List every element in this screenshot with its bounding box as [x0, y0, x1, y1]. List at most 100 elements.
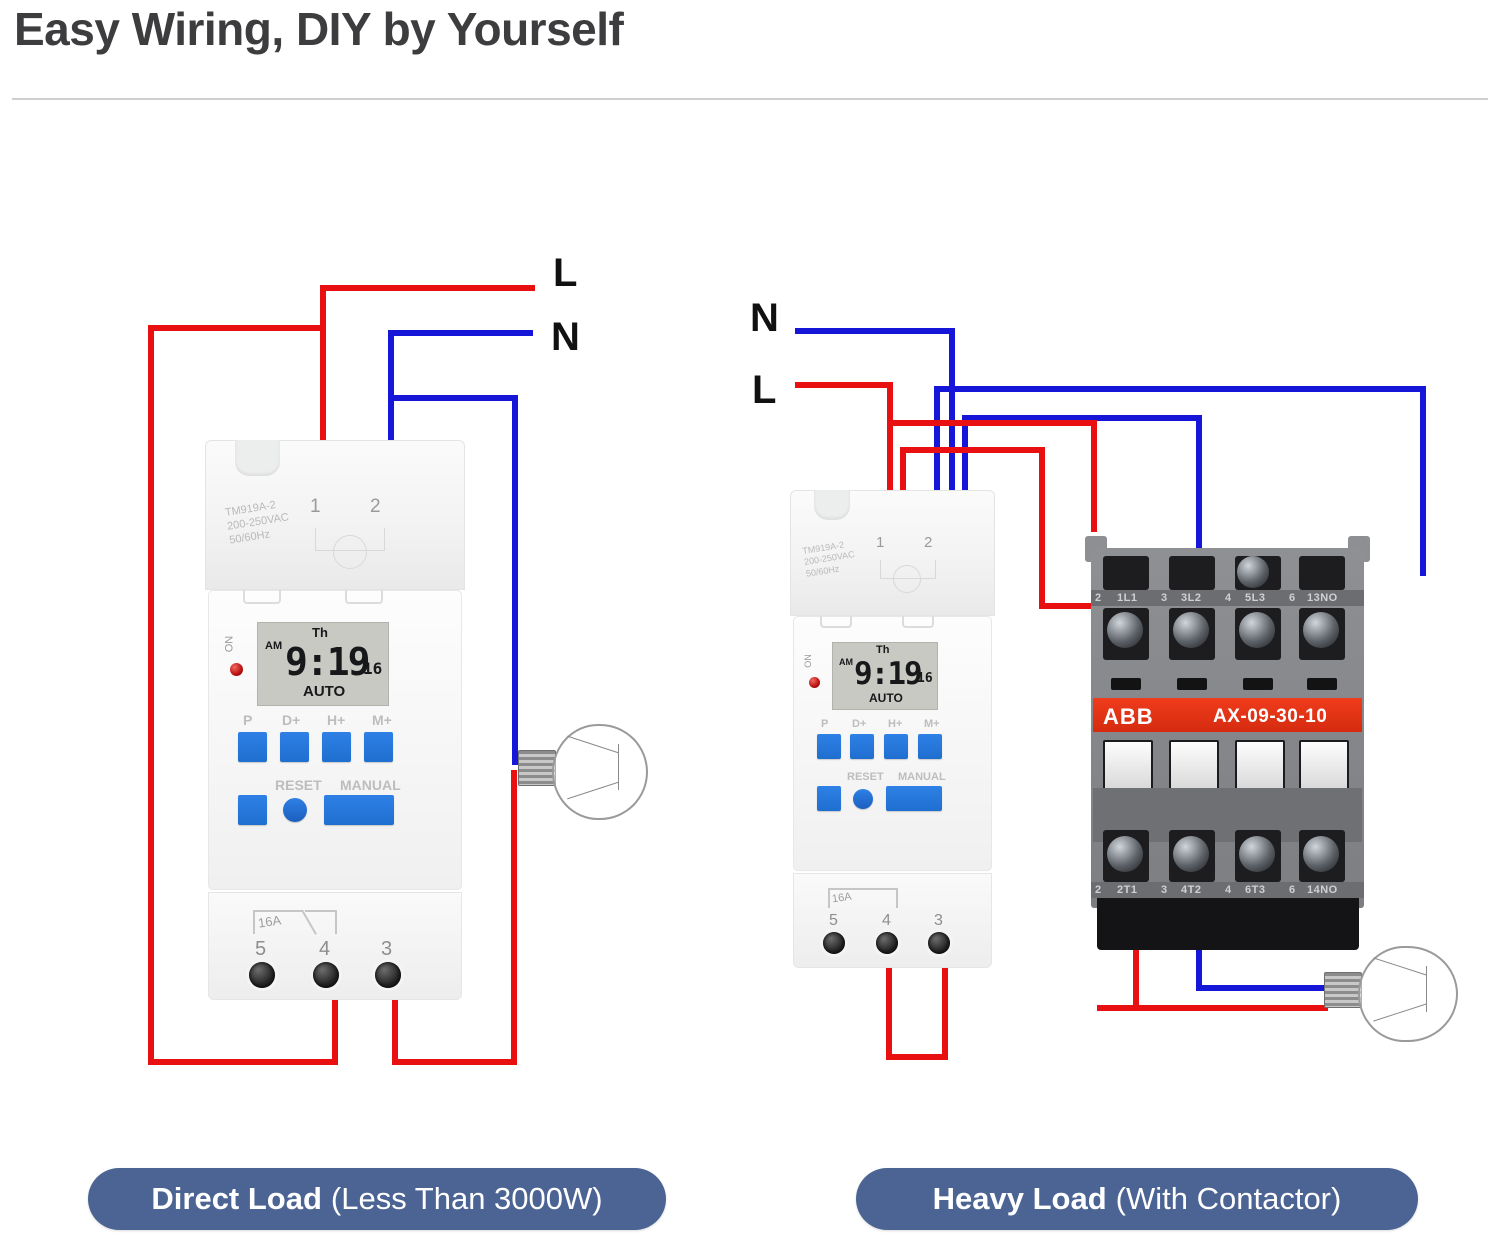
button-day-plus[interactable] [850, 734, 874, 759]
button-hour-plus[interactable] [322, 732, 351, 762]
button-label-manual: MANUAL [340, 777, 401, 793]
wire-live-to-bulb-right [1133, 1005, 1328, 1011]
timer-terminal-3-number: 3 [381, 938, 393, 960]
wire-live-bottom [148, 1059, 338, 1065]
contactor-window-3 [1235, 740, 1285, 792]
bulb-glass [552, 724, 648, 820]
wire-live-branch-b-right [900, 447, 1045, 453]
button-program[interactable] [817, 734, 841, 759]
button-clock[interactable] [817, 786, 841, 811]
wire-live-to-terminal1 [320, 285, 326, 475]
relay-schematic-line1 [253, 910, 255, 934]
terminal-screw-3 [928, 932, 950, 954]
wire-neutral-to-contactor-13no [1420, 386, 1426, 576]
bulb-filament-3 [618, 744, 619, 790]
right-caption-normal: (With Contactor) [1115, 1181, 1342, 1216]
left-caption-bold: Direct Load [151, 1181, 322, 1216]
bulb-base [1324, 972, 1362, 1008]
timer-terminal-2-number: 2 [370, 496, 381, 517]
wire-live-to-timer1 [887, 382, 893, 518]
contactor-base [1097, 898, 1359, 950]
contactor-top-label-bar [1091, 590, 1364, 606]
wire-load-up-to-bulb [511, 770, 517, 1062]
right-timer-device: TM919A-2 200-250VAC 50/60Hz 1 2 AM Th 9:… [790, 490, 995, 970]
contactor-bot-label-6T3: 6T3 [1245, 884, 1266, 896]
lcd-ampm: AM [839, 657, 853, 667]
wire-live-main-right [795, 382, 893, 388]
timer-terminal-2-number: 2 [924, 534, 933, 551]
contactor-model-label: AX-09-30-10 [1213, 706, 1328, 727]
wire-live-timer4-bottom [886, 1054, 948, 1060]
button-label-mplus: M+ [924, 718, 940, 730]
contactor-bot-num-4: 6 [1289, 884, 1296, 896]
button-day-plus[interactable] [280, 732, 309, 762]
relay-schematic-line1 [828, 888, 830, 908]
contactor-bot-num-3: 4 [1225, 884, 1232, 896]
contactor-slot-1 [1111, 678, 1141, 690]
relay-schematic-line2 [253, 910, 303, 912]
button-manual[interactable] [324, 795, 394, 825]
lcd-ampm: AM [265, 640, 283, 652]
contactor-top-label-1L1: 1L1 [1117, 592, 1138, 604]
lcd-weekday: Th [876, 644, 890, 656]
wire-neutral-branch-a [934, 386, 1426, 392]
contactor-device: 2 1L1 3 3L2 4 5L3 6 13NO ABB AX-09-30-10 [1085, 530, 1370, 960]
button-program[interactable] [238, 732, 267, 762]
contactor-screw-1 [1107, 612, 1143, 648]
button-hour-plus[interactable] [884, 734, 908, 759]
page-title: Easy Wiring, DIY by Yourself [14, 3, 624, 55]
timer-on-label: ON [223, 635, 236, 653]
timer-clip-left [820, 616, 852, 628]
wire-live-timer4-down [886, 965, 892, 1060]
lcd-seconds: 16 [363, 659, 383, 678]
power-led-indicator [230, 663, 243, 676]
wire-live-to-contactor-1l1 [1091, 420, 1097, 532]
wire-live-branch-a-right [887, 420, 1097, 426]
left-caption-pill: Direct Load (Less Than 3000W) [88, 1168, 666, 1230]
wire-live-down-left [148, 325, 154, 1065]
contactor-brand-band [1093, 698, 1362, 732]
contactor-bottom-label-bar [1091, 882, 1364, 898]
wire-neutral-to-bulb-right [1196, 985, 1326, 991]
contactor-bottom-screw-4 [1303, 836, 1339, 872]
button-label-p: P [243, 712, 253, 728]
wire-live-to-terminal4 [332, 965, 338, 1063]
button-label-p: P [821, 718, 829, 730]
button-reset[interactable] [853, 789, 873, 809]
contactor-screw-2 [1173, 612, 1209, 648]
button-label-mplus: M+ [372, 712, 392, 728]
terminal-screw-5 [249, 962, 275, 988]
right-load-bulb [1320, 940, 1480, 1050]
contactor-screw-4 [1303, 612, 1339, 648]
timer-top-notch [235, 440, 280, 476]
terminal-screw-4 [876, 932, 898, 954]
left-load-bulb [510, 718, 650, 828]
button-reset[interactable] [283, 798, 307, 822]
timer-terminal-4-number: 4 [319, 938, 331, 960]
contactor-slot-4 [1307, 678, 1337, 690]
wire-live-drop-b-right [900, 447, 906, 519]
timer-terminal-1-number: 1 [310, 496, 321, 517]
right-mains-L-label: L [752, 368, 777, 412]
contactor-bot-num-2: 3 [1161, 884, 1168, 896]
button-label-dplus: D+ [852, 718, 867, 730]
contactor-slot-3 [1243, 678, 1273, 690]
relay-schematic-line2 [828, 888, 870, 890]
timer-terminal-1-number: 1 [876, 534, 885, 551]
contactor-top-cell-4 [1299, 556, 1345, 590]
button-minute-plus[interactable] [364, 732, 393, 762]
button-clock[interactable] [238, 795, 267, 825]
wire-live-main [320, 285, 535, 291]
button-manual[interactable] [886, 786, 942, 811]
right-caption-pill: Heavy Load (With Contactor) [856, 1168, 1418, 1230]
bulb-base [518, 750, 556, 786]
button-label-manual: MANUAL [898, 771, 946, 783]
wire-neutral-main [388, 330, 533, 336]
contactor-top-label-5L3: 5L3 [1245, 592, 1266, 604]
button-minute-plus[interactable] [918, 734, 942, 759]
left-mains-N-label: N [551, 315, 580, 359]
timer-top-notch [814, 490, 850, 520]
wire-neutral-branch-b [962, 415, 1202, 421]
wire-neutral-drop-b [962, 415, 968, 515]
terminal-screw-3 [375, 962, 401, 988]
